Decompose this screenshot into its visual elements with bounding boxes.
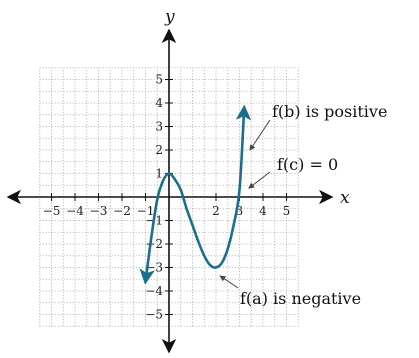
x-tick-label: 5 — [283, 204, 291, 218]
function-curve — [139, 104, 252, 285]
annotation-pointer-fb — [249, 119, 271, 151]
y-tick-label: −4 — [145, 284, 163, 298]
annotation-pointer-fc — [248, 171, 271, 189]
y-axis-label: y — [164, 7, 175, 27]
annotation-fb: f(b) is positive — [272, 102, 387, 121]
y-tick-label: −2 — [145, 237, 163, 251]
x-tick-label: 4 — [259, 204, 267, 218]
series — [139, 104, 252, 285]
y-tick-label: 2 — [155, 143, 163, 157]
x-tick-label: −2 — [113, 204, 131, 218]
y-tick-label: 5 — [155, 73, 163, 87]
annotation-fc: f(c) = 0 — [277, 155, 338, 174]
x-tick-label: −5 — [43, 204, 61, 218]
annotation-pointer-fa — [219, 275, 239, 289]
y-tick-label: 4 — [155, 96, 163, 110]
annotation-fa: f(a) is negative — [240, 289, 361, 308]
y-tick-label: 3 — [155, 120, 163, 134]
y-tick-label: 1 — [155, 167, 163, 181]
x-tick-label: −4 — [66, 204, 84, 218]
x-tick-label: 2 — [212, 204, 220, 218]
y-tick-label: −5 — [145, 308, 163, 322]
annotations: f(b) is positive f(c) = 0 f(a) is negati… — [219, 102, 387, 308]
x-tick-label: −3 — [90, 204, 108, 218]
x-axis-label: x — [340, 188, 350, 208]
